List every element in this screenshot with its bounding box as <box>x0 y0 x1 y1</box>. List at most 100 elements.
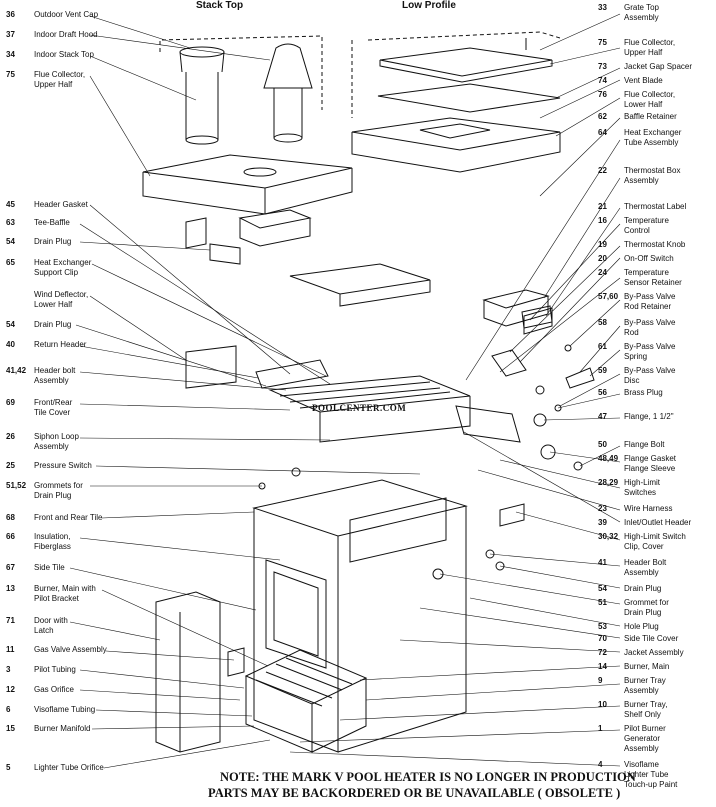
right-part-number: 56 <box>598 388 607 397</box>
left-part-number: 68 <box>6 513 15 522</box>
right-part-number: 59 <box>598 366 607 375</box>
right-part-name: Burner Tray Assembly <box>624 676 666 695</box>
right-part-name: By-Pass Valve Rod Retainer <box>624 292 676 311</box>
right-part-name: Touch-up Paint <box>624 780 678 789</box>
left-part-name: Return Header <box>34 340 87 349</box>
flue-collector-lower <box>351 117 561 173</box>
right-part-name: Vent Blade <box>624 76 663 85</box>
left-part-number: 13 <box>6 584 15 593</box>
right-part-name: Flange, 1 1/2" <box>624 412 674 421</box>
right-part-number: 58 <box>598 318 607 327</box>
right-part-number: 74 <box>598 76 607 85</box>
right-part-number: 47 <box>598 412 607 421</box>
right-part-name: Thermostat Label <box>624 202 687 211</box>
baffles <box>185 209 431 307</box>
right-part-name: Temperature Sensor Retainer <box>624 268 682 287</box>
left-part-name: Gas Valve Assembly <box>34 645 107 654</box>
left-part-number: 36 <box>6 10 15 19</box>
left-part-number: 66 <box>6 532 15 541</box>
left-part-name: Siphon Loop Assembly <box>34 432 79 451</box>
right-part-number: 21 <box>598 202 607 211</box>
obsolete-note-line2: PARTS MAY BE BACKORDERED OR BE UNAVAILAB… <box>208 786 621 800</box>
left-part-number: 34 <box>6 50 15 59</box>
right-part-name: Thermostat Box Assembly <box>624 166 681 185</box>
right-part-number: 41 <box>598 558 607 567</box>
left-part-number: 69 <box>6 398 15 407</box>
right-part-name: Inlet/Outlet Header <box>624 518 692 527</box>
right-part-name: By-Pass Valve Disc <box>624 366 676 385</box>
right-part-name: Wire Harness <box>624 504 673 513</box>
right-part-name: High-Limit Switches <box>624 478 661 497</box>
left-part-name: Wind Deflector, Lower Half <box>34 290 89 309</box>
flue-collector-upper-stack <box>142 154 353 215</box>
right-part-number: 22 <box>598 166 607 175</box>
left-part-number: 75 <box>6 70 15 79</box>
left-part-number: 67 <box>6 563 15 572</box>
left-part-name: Pilot Tubing <box>34 665 76 674</box>
right-part-number: 14 <box>598 662 607 671</box>
right-part-name: Side Tile Cover <box>624 634 679 643</box>
right-part-number: 24 <box>598 268 607 277</box>
right-part-number: 73 <box>598 62 607 71</box>
right-part-number: 57,60 <box>598 292 619 301</box>
right-part-number: 20 <box>598 254 607 263</box>
right-part-name: Visoflame Lighter Tube <box>624 760 669 779</box>
right-part-name: Heat Exchanger Tube Assembly <box>624 128 682 147</box>
right-part-name: Brass Plug <box>624 388 663 397</box>
right-part-number: 61 <box>598 342 607 351</box>
right-part-number: 19 <box>598 240 607 249</box>
heat-exchanger <box>255 359 471 443</box>
right-part-name: By-Pass Valve Spring <box>624 342 676 361</box>
left-part-name: Front/Rear Tile Cover <box>34 398 73 417</box>
left-part-name: Lighter Tube Orifice <box>34 763 104 772</box>
right-part-name: Flange Gasket Flange Sleeve <box>624 454 677 473</box>
right-part-name: Temperature Control <box>624 216 669 235</box>
right-part-name: Pilot Burner Generator Assembly <box>624 724 666 753</box>
right-part-number: 51 <box>598 598 607 607</box>
jacket-assembly <box>252 479 468 753</box>
left-part-name: Side Tile <box>34 563 65 572</box>
right-part-name: Flue Collector, Upper Half <box>624 38 676 57</box>
right-part-number: 50 <box>598 440 607 449</box>
right-part-name: Baffle Retainer <box>624 112 677 121</box>
right-part-number: 16 <box>598 216 607 225</box>
left-part-name: Burner, Main with Pilot Bracket <box>34 584 96 603</box>
left-part-number: 65 <box>6 258 15 267</box>
outdoor-vent-cap <box>179 46 225 145</box>
right-part-number: 33 <box>598 3 607 12</box>
left-part-name: Door with Latch <box>34 616 68 635</box>
left-part-number: 45 <box>6 200 15 209</box>
left-part-name: Drain Plug <box>34 320 72 329</box>
left-part-number: 11 <box>6 645 15 654</box>
left-part-name: Indoor Draft Hood <box>34 30 98 39</box>
right-part-name: Flue Collector, Lower Half <box>624 90 676 109</box>
left-part-name: Tee-Baffle <box>34 218 70 227</box>
stack-top-header: Stack Top <box>196 0 244 11</box>
obsolete-note-line1: NOTE: THE MARK V POOL HEATER IS NO LONGE… <box>220 770 636 784</box>
left-part-number: 26 <box>6 432 15 441</box>
left-part-name: Pressure Switch <box>34 461 92 470</box>
right-part-number: 53 <box>598 622 607 631</box>
left-part-number: 54 <box>6 320 15 329</box>
right-part-name: Burner Tray, Shelf Only <box>624 700 668 719</box>
left-part-name: Burner Manifold <box>34 724 91 733</box>
right-part-number: 4 <box>598 760 603 769</box>
grate-top <box>379 38 553 83</box>
left-part-number: 6 <box>6 705 11 714</box>
left-part-name: Header Gasket <box>34 200 88 209</box>
right-part-number: 75 <box>598 38 607 47</box>
left-part-name: Heat Exchanger Support Clip <box>34 258 92 277</box>
thermostat-box <box>482 289 595 389</box>
left-part-name: Insulation, Fiberglass <box>34 532 71 551</box>
right-part-name: Grate Top Assembly <box>624 3 659 22</box>
right-part-number: 30,32 <box>598 532 619 541</box>
right-part-name: Jacket Gap Spacer <box>624 62 693 71</box>
right-part-number: 70 <box>598 634 607 643</box>
left-part-number: 25 <box>6 461 15 470</box>
right-part-number: 54 <box>598 584 607 593</box>
right-part-number: 9 <box>598 676 603 685</box>
right-part-number: 28,29 <box>598 478 619 487</box>
left-part-number: 37 <box>6 30 15 39</box>
